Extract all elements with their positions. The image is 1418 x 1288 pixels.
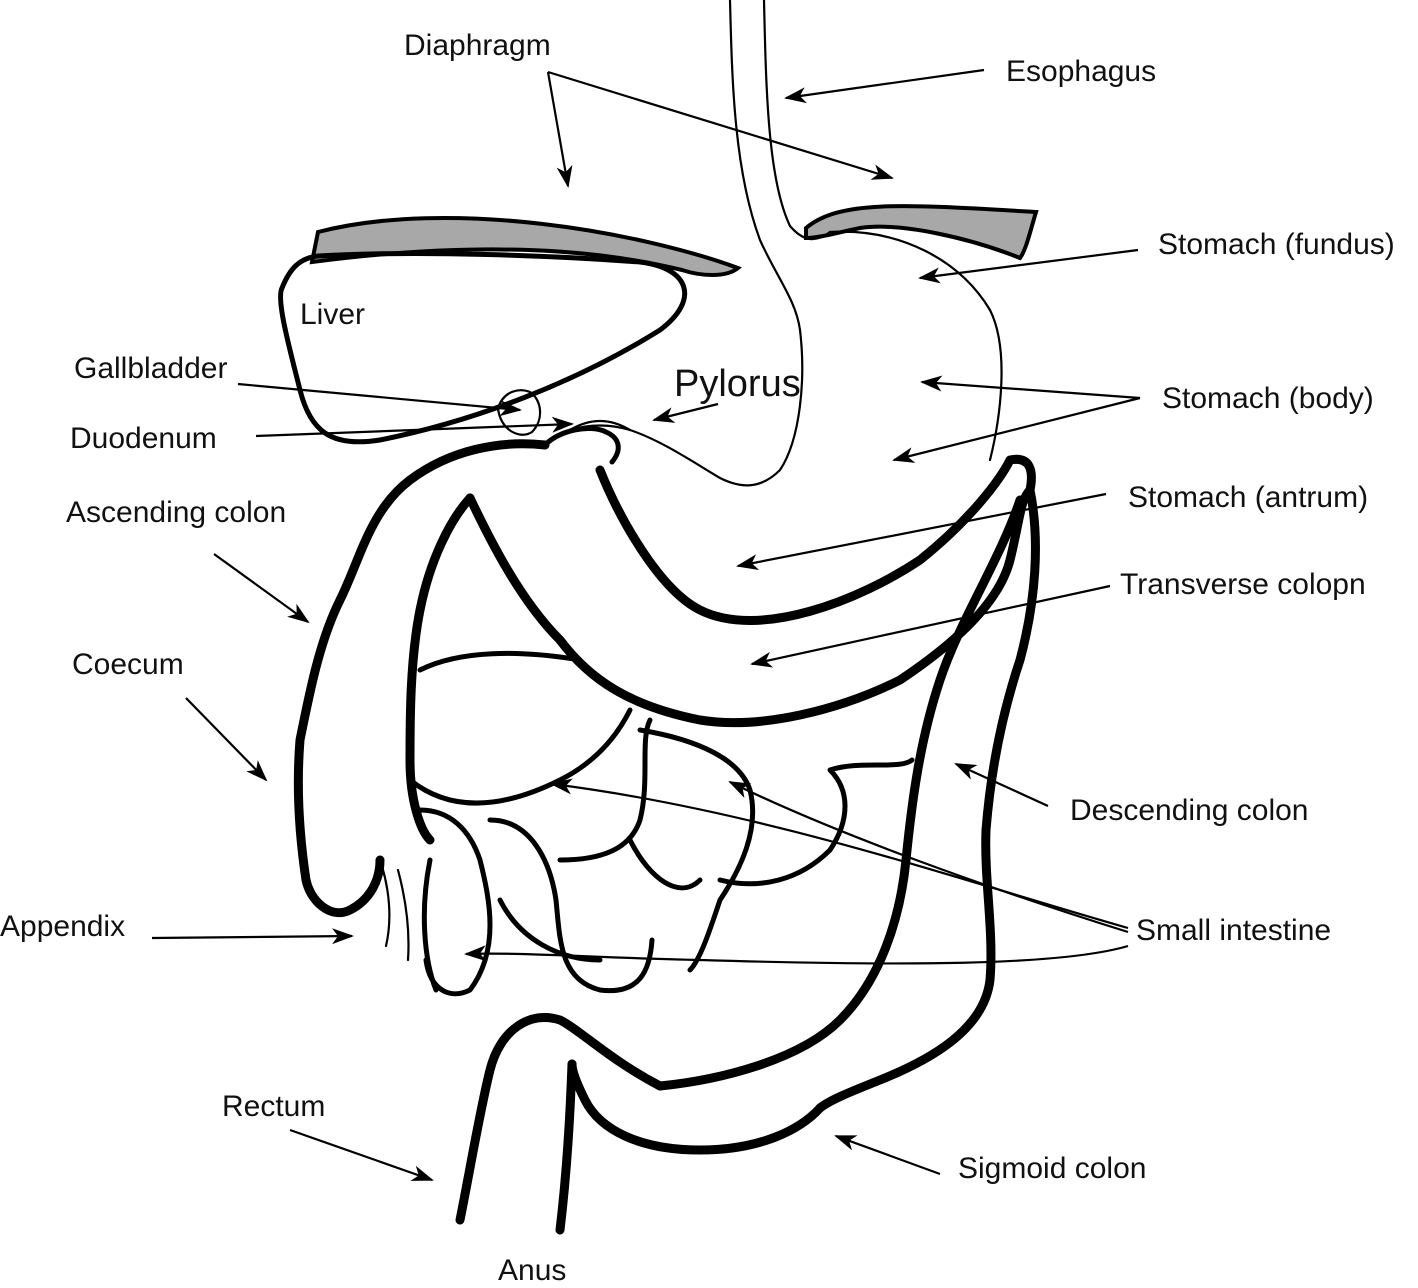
label-stomach-fundus: Stomach (fundus) xyxy=(1158,228,1395,261)
label-ascending-colon: Ascending colon xyxy=(66,496,286,529)
pointer-gallbladder xyxy=(237,382,522,417)
label-transverse-colon: Transverse colopn xyxy=(1120,568,1366,601)
label-rectum: Rectum xyxy=(222,1090,325,1123)
pointer-stomach-antrum xyxy=(736,492,1107,571)
label-coecum: Coecum xyxy=(72,648,184,681)
pointer-descending-colon xyxy=(954,762,1049,808)
label-sigmoid-colon: Sigmoid colon xyxy=(958,1152,1146,1185)
ascending-colon-shape xyxy=(293,439,550,918)
transverse-colon-shape xyxy=(465,454,1036,728)
pointer-ascending-colon xyxy=(213,553,310,624)
appendix-shape xyxy=(378,858,410,962)
pointer-stomach-body-1 xyxy=(920,375,1141,400)
esophagus-shape xyxy=(728,0,832,332)
label-stomach-antrum: Stomach (antrum) xyxy=(1128,481,1368,514)
pointer-small-intestine-3 xyxy=(464,944,1129,965)
pointer-appendix xyxy=(151,928,354,945)
label-pylorus: Pylorus xyxy=(674,363,801,405)
diaphragm-shape xyxy=(309,204,1039,277)
pointer-arrows xyxy=(151,68,1141,1182)
pointer-pylorus xyxy=(652,402,719,423)
pointer-duodenum xyxy=(255,416,574,438)
pointer-diaphragm-left xyxy=(546,71,573,188)
stomach-shape xyxy=(568,230,1003,487)
duodenum-shape xyxy=(542,420,632,465)
pointer-coecum xyxy=(185,697,268,782)
label-stomach-body: Stomach (body) xyxy=(1162,382,1374,415)
label-appendix: Appendix xyxy=(0,910,125,943)
liver-shape xyxy=(278,251,688,445)
label-descending-colon: Descending colon xyxy=(1070,794,1309,827)
label-liver: Liver xyxy=(300,298,365,331)
pointer-transverse-colon xyxy=(750,584,1111,668)
pointer-diaphragm-right xyxy=(547,70,894,180)
pointer-small-intestine-2 xyxy=(728,781,1129,934)
descending-colon-shape xyxy=(655,485,1040,1113)
label-diaphragm: Diaphragm xyxy=(404,29,551,62)
pointer-stomach-fundus xyxy=(918,248,1139,284)
pointer-small-intestine-1 xyxy=(550,778,1129,930)
pointer-rectum xyxy=(289,1128,434,1182)
label-esophagus: Esophagus xyxy=(1006,55,1156,88)
sigmoid-colon-shape xyxy=(455,1012,825,1235)
label-gallbladder: Gallbladder xyxy=(74,352,227,385)
gallbladder-shape xyxy=(496,389,542,436)
pointer-esophagus xyxy=(784,68,985,104)
label-anus: Anus xyxy=(498,1254,566,1283)
label-duodenum: Duodenum xyxy=(70,422,217,455)
label-small-intestine: Small intestine xyxy=(1136,914,1331,947)
pointer-stomach-body-2 xyxy=(892,396,1141,463)
pointer-sigmoid-colon xyxy=(834,1134,941,1176)
labels: Diaphragm Esophagus Stomach (fundus) Liv… xyxy=(0,29,1395,1287)
